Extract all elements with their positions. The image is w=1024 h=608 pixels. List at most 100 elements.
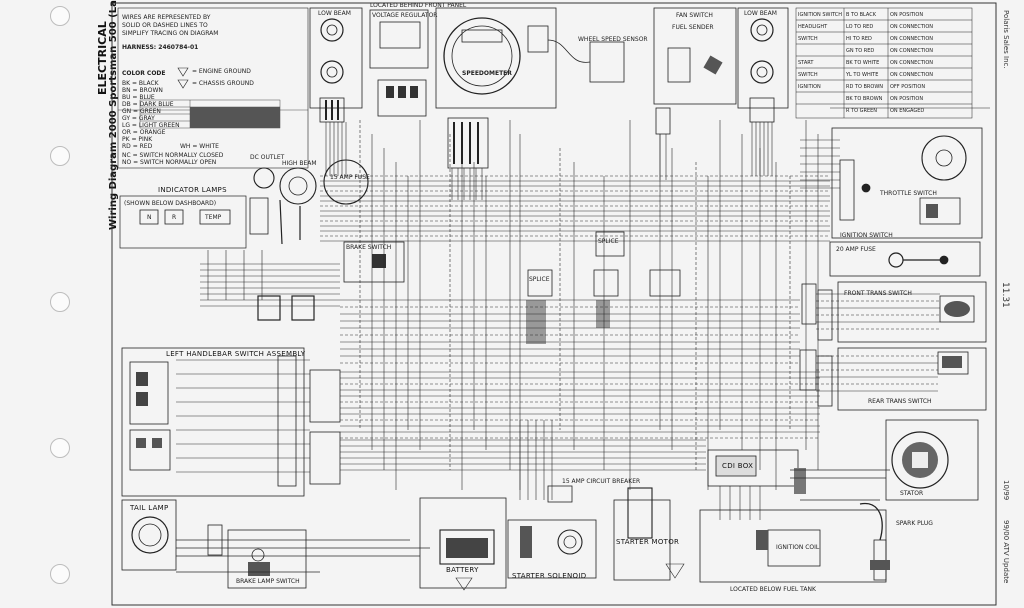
tail-lamp (131, 516, 169, 554)
chart-cell: GN TO RED (846, 48, 875, 54)
color-code-item: RD = RED (122, 143, 153, 150)
brake-lamp-switch-label: BRAKE LAMP SWITCH (236, 578, 300, 585)
ignition-connector (839, 159, 855, 221)
trunk-connector (309, 431, 341, 485)
starter-solenoid (557, 529, 583, 555)
ignition-switch-label: IGNITION SWITCH (840, 232, 893, 239)
indicator-lamp-r (164, 209, 184, 225)
indicator-lamps-label: INDICATOR LAMPS (158, 186, 227, 194)
chart-cell: ON POSITION (890, 12, 924, 18)
front-trans-switch (939, 295, 975, 323)
left-handlebar-label: LEFT HANDLEBAR SWITCH ASSEMBLY (166, 350, 306, 358)
speedometer-connector (447, 117, 489, 169)
stator-label: STATOR (900, 490, 924, 497)
color-code-item: OR = ORANGE (122, 129, 166, 136)
chart-cell: R TO GREEN (846, 108, 878, 114)
chart-cell: ON CONNECTION (890, 60, 934, 66)
color-code-item: LG = LIGHT GREEN (122, 122, 180, 129)
binder-hole (50, 292, 70, 312)
low-beam-right-connector (749, 97, 775, 123)
chart-cell: BK TO WHITE (846, 60, 880, 66)
high-beam-lamp (279, 167, 317, 205)
ignition-coil-label: IGNITION COIL (776, 544, 820, 551)
chart-cell: IGNITION SWITCH (798, 12, 842, 18)
chart-cell: ON CONNECTION (890, 72, 934, 78)
left-handlebar-box (121, 347, 305, 497)
color-code-item: GN = GREEN (122, 108, 161, 115)
binder-hole (50, 6, 70, 26)
indicator-note: (SHOWN BELOW DASHBOARD) (124, 200, 217, 207)
trunk-connector (801, 283, 817, 325)
chart-cell: IGNITION (798, 84, 821, 90)
starter-motor-label: STARTER MOTOR (616, 538, 680, 546)
front-trans-switch-label: FRONT TRANS SWITCH (844, 290, 912, 297)
brake-switch-box (343, 241, 405, 283)
wire-harness (176, 120, 940, 573)
chart-cell: ON CONNECTION (890, 36, 934, 42)
high-beam-label: HIGH BEAM (282, 160, 317, 167)
switch-chart-table (795, 7, 990, 119)
color-code-item: BK = BLACK (122, 80, 159, 87)
tail-lamp-label: TAIL LAMP (130, 504, 169, 512)
splice-connector (527, 269, 553, 297)
fuse-20-label: 20 AMP FUSE (836, 246, 876, 253)
low-beam-left-connector (319, 97, 345, 123)
starter-solenoid-box (507, 519, 597, 579)
temp-sensor (249, 197, 269, 235)
trunk-connector (291, 295, 315, 321)
indicator-lamp-n (139, 209, 159, 225)
legend-note-line: WIRES ARE REPRESENTED BY (122, 14, 211, 21)
chart-cell: SWITCH (798, 72, 818, 78)
low-beam-left-label: LOW BEAM (318, 10, 351, 17)
dc-outlet-label: DC OUTLET (250, 154, 285, 161)
fuse-20 (888, 252, 904, 268)
chart-cell: ON POSITION (890, 96, 924, 102)
binder-hole (50, 564, 70, 584)
battery (439, 529, 495, 565)
starter-motor (627, 487, 653, 539)
trunk-connector (257, 295, 281, 321)
rear-trans-connector (817, 355, 833, 407)
speedometer-display (461, 29, 503, 43)
legend-note-line: SIMPLIFY TRACING ON DIAGRAM (122, 30, 219, 37)
battery-label: BATTERY (446, 566, 479, 574)
splice-label: SPLICE (529, 276, 550, 283)
fuel-sender-label: FUEL SENDER (672, 24, 714, 31)
starter-motor-box (613, 499, 671, 581)
throttle-switch-label: THROTTLE SWITCH (880, 190, 937, 197)
handlebar-switch-panel (129, 361, 169, 425)
low-beam-right-box (737, 7, 789, 109)
fuse-15-label: 15 AMP FUSE (330, 174, 370, 181)
cdi-box-label: CDI BOX (722, 462, 754, 470)
voltage-regulator-box (369, 9, 429, 69)
chassis-ground-symbol (177, 79, 189, 89)
circuit-breaker-label: 15 AMP CIRCUIT BREAKER (562, 478, 641, 485)
chart-cell: YL TO WHITE (846, 72, 879, 78)
chart-cell: ON CONNECTION (890, 48, 934, 54)
color-code-item: WH = WHITE (180, 143, 219, 150)
color-code-item: BN = BROWN (122, 87, 163, 94)
indicator-lamps-box (119, 195, 247, 249)
speed-sensor-label: WHEEL SPEED SENSOR (578, 36, 648, 43)
handlebar-connector (277, 355, 297, 487)
chart-cell: OFF POSITION (890, 84, 926, 90)
low-beam-right-lamp (750, 18, 774, 42)
front-trans-switch-box (837, 281, 987, 343)
chart-cell: BK TO BROWN (846, 96, 883, 102)
color-code-item: GY = GRAY (122, 115, 155, 122)
tail-lamp-box (121, 499, 177, 571)
nc-note: NC = SWITCH NORMALLY CLOSED (122, 152, 224, 159)
rear-trans-switch-box (837, 347, 987, 411)
low-beam-left-box (309, 7, 363, 109)
fan-switch (667, 47, 691, 83)
color-code-item: BU = BLUE (122, 94, 155, 101)
speedometer-plug (527, 25, 549, 53)
speedometer-gauge (443, 17, 521, 95)
ignition-switch (921, 135, 967, 181)
ignition-switch-box (831, 127, 983, 239)
regulator-note: LOCATED BEHIND FRONT PANEL (370, 2, 467, 9)
stator-box (885, 419, 979, 501)
chart-cell: LO TO RED (846, 24, 874, 30)
chart-cell: RD TO BROWN (846, 84, 884, 90)
